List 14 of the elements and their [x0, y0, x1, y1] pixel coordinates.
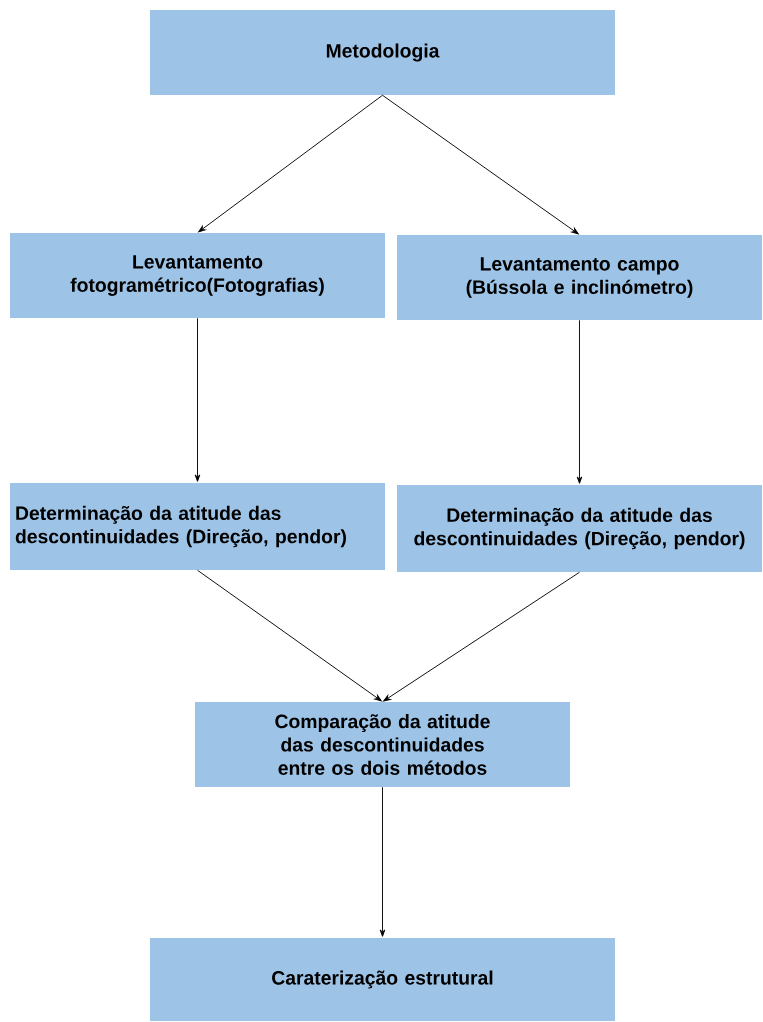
process-box: Metodologia	[150, 10, 615, 95]
arrow	[198, 94, 383, 233]
arrow	[383, 571, 580, 702]
process-box: Caraterização estrutural	[150, 938, 615, 1021]
process-box: Determinação da atitude das descontinuidades (Direção, pendor)	[10, 483, 385, 570]
process-box: Levantamento campo (Bússola e inclinómetro)	[397, 235, 762, 320]
arrow	[197, 569, 382, 702]
arrow	[382, 94, 579, 235]
process-box: Comparação da atitude das descontinuidades entre os dois métodos	[195, 702, 570, 787]
arrow	[576, 319, 583, 484]
arrow	[194, 317, 201, 482]
process-box: Determinação da atitude das descontinuidades (Direção, pendor)	[397, 485, 762, 572]
process-box: Levantamento fotogramétrico(Fotografias)	[10, 233, 385, 318]
arrow	[379, 786, 386, 937]
